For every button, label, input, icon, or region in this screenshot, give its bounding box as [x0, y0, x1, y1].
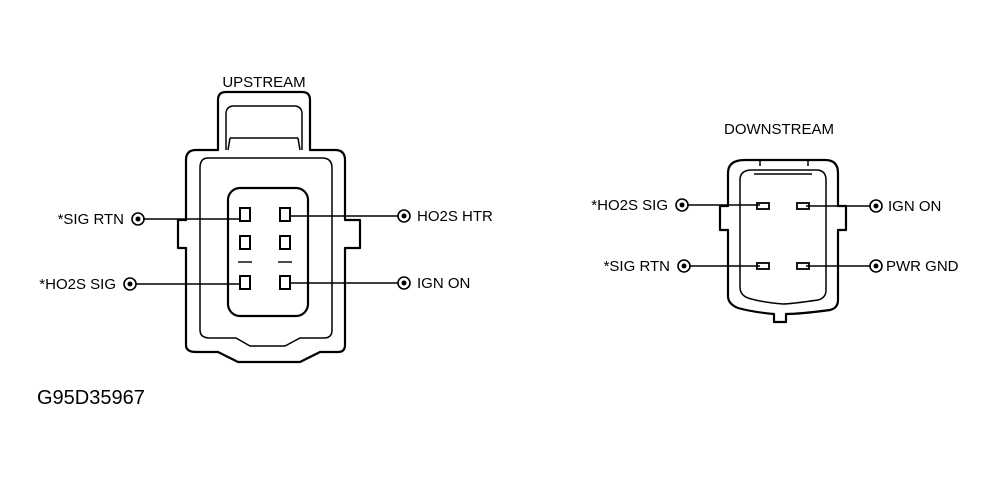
upstream-pin-3	[239, 235, 251, 250]
upstream-label-ign-on: IGN ON	[417, 275, 470, 292]
terminal-dot-icon	[869, 199, 883, 213]
downstream-title: DOWNSTREAM	[724, 121, 834, 138]
upstream-label-ho2s-htr: HO2S HTR	[417, 208, 493, 225]
upstream-pin-4	[279, 235, 291, 250]
downstream-label-ho2s-sig: *HO2S SIG	[591, 197, 668, 214]
downstream-label-sig-rtn: *SIG RTN	[604, 258, 670, 275]
terminal-dot-icon	[397, 209, 411, 223]
upstream-pin-6	[279, 275, 291, 290]
terminal-dot-icon	[677, 259, 691, 273]
terminal-dot-icon	[869, 259, 883, 273]
terminal-dot-icon	[675, 198, 689, 212]
downstream-pin-1	[756, 202, 770, 210]
upstream-title: UPSTREAM	[222, 74, 305, 91]
upstream-housing	[176, 90, 362, 364]
upstream-connector: UPSTREAM *SIG RTN *HO2S SIG HO2S	[39, 74, 493, 364]
downstream-connector: DOWNSTREAM *HO2S SIG *SIG RTN IGN ON PWR…	[591, 121, 959, 324]
upstream-label-sig-rtn: *SIG RTN	[58, 211, 124, 228]
upstream-pin-5	[239, 275, 251, 290]
upstream-latch	[225, 105, 303, 150]
upstream-pin-block	[226, 186, 310, 318]
terminal-dot-icon	[123, 277, 137, 291]
upstream-shroud	[199, 157, 333, 347]
downstream-label-pwr-gnd: PWR GND	[886, 258, 959, 275]
downstream-label-ign-on: IGN ON	[888, 198, 941, 215]
terminal-dot-icon	[397, 276, 411, 290]
terminal-dot-icon	[131, 212, 145, 226]
upstream-label-ho2s-sig: *HO2S SIG	[39, 276, 116, 293]
upstream-pin-2	[279, 207, 291, 222]
figure-id: G95D35967	[37, 387, 145, 409]
downstream-housing	[718, 158, 848, 324]
upstream-pin-1	[239, 207, 251, 222]
downstream-inner-body	[739, 169, 827, 305]
